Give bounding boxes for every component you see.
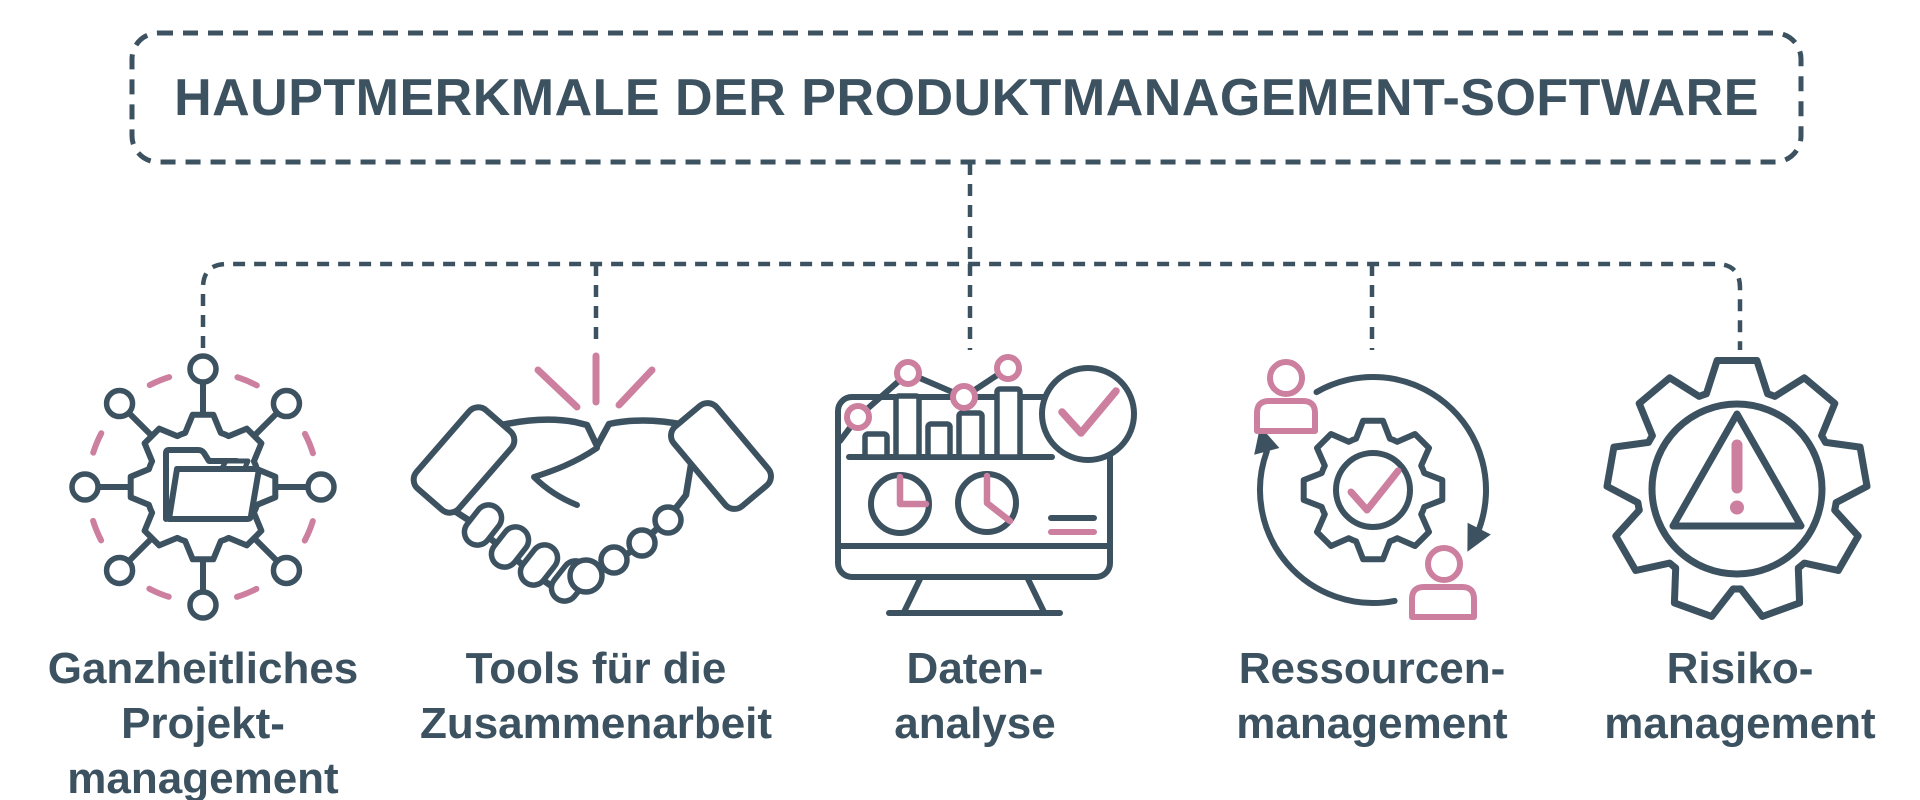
exclamation-dot xyxy=(1730,500,1744,515)
trend-point xyxy=(950,383,978,411)
finger-knuckle xyxy=(488,524,532,570)
finger-knuckle xyxy=(461,502,505,548)
trend-point xyxy=(894,359,922,387)
arrowhead-bottom-right xyxy=(1467,522,1491,552)
person-2-head xyxy=(1425,545,1463,583)
left-sleeve xyxy=(410,404,518,516)
network-gear-folder-icon xyxy=(69,353,337,621)
check-mark xyxy=(1347,467,1402,514)
page-title: HAUPTMERKMALE DER PRODUKTMANAGEMENT-SOFT… xyxy=(174,68,1759,127)
finger-knuckle xyxy=(517,542,561,588)
network-node xyxy=(270,554,303,587)
title-frame xyxy=(129,30,1804,165)
spark-ray-left xyxy=(534,366,581,411)
bar xyxy=(994,386,1023,460)
gear-inner-circle xyxy=(1333,450,1413,530)
bar xyxy=(925,421,953,460)
handshake-icon xyxy=(410,352,774,604)
network-node xyxy=(270,387,303,420)
pie-1-hands xyxy=(896,473,930,508)
bar xyxy=(862,431,890,460)
finger-bump xyxy=(652,504,684,536)
trend-point xyxy=(994,354,1022,382)
monitor-stand xyxy=(901,574,1047,615)
cycle-arc-top xyxy=(1313,373,1489,532)
network-node xyxy=(187,589,219,621)
network-node xyxy=(103,554,136,587)
bar xyxy=(893,393,922,460)
finger-bump xyxy=(567,557,605,595)
bar xyxy=(956,410,985,460)
person-1-body xyxy=(1254,398,1318,434)
connector-lines xyxy=(129,30,1804,350)
finger-bump xyxy=(598,544,630,576)
node-spoke xyxy=(127,534,156,563)
check-circle xyxy=(1039,365,1137,463)
node-spoke xyxy=(250,534,279,563)
thumb-wedge-line xyxy=(531,445,600,508)
warning-gear-icon xyxy=(1603,357,1871,620)
network-node xyxy=(103,387,136,420)
finger-bump xyxy=(626,527,658,559)
spark-ray-right xyxy=(615,366,656,409)
network-node xyxy=(187,353,219,385)
feature-label-projektmanagement: Ganzheitliches Projekt- management xyxy=(47,644,359,800)
network-node xyxy=(69,471,101,503)
check-mark xyxy=(1058,387,1120,437)
person-1-head xyxy=(1267,359,1305,397)
cycle-arc-bottom xyxy=(1257,448,1398,606)
title-banner: HAUPTMERKMALE DER PRODUKTMANAGEMENT-SOFT… xyxy=(132,33,1801,162)
node-spoke xyxy=(127,411,156,440)
trend-point xyxy=(844,403,872,431)
person-2-body xyxy=(1409,584,1477,620)
right-sleeve xyxy=(668,400,774,512)
node-spoke xyxy=(250,411,279,440)
monitor-analytics-icon xyxy=(835,354,1137,616)
people-gear-cycle-icon xyxy=(1254,359,1491,620)
feature-label-ressourcen: Ressourcen- management xyxy=(1236,644,1508,748)
feature-label-risiko: Risiko- management xyxy=(1604,644,1876,748)
pie-2-hands xyxy=(983,472,1014,525)
folder-front xyxy=(166,466,262,522)
feature-label-datenanalyse: Daten- analyse xyxy=(894,644,1056,748)
feature-label-zusammenarbeit: Tools für die Zusammenarbeit xyxy=(419,644,773,748)
network-node xyxy=(305,471,337,503)
